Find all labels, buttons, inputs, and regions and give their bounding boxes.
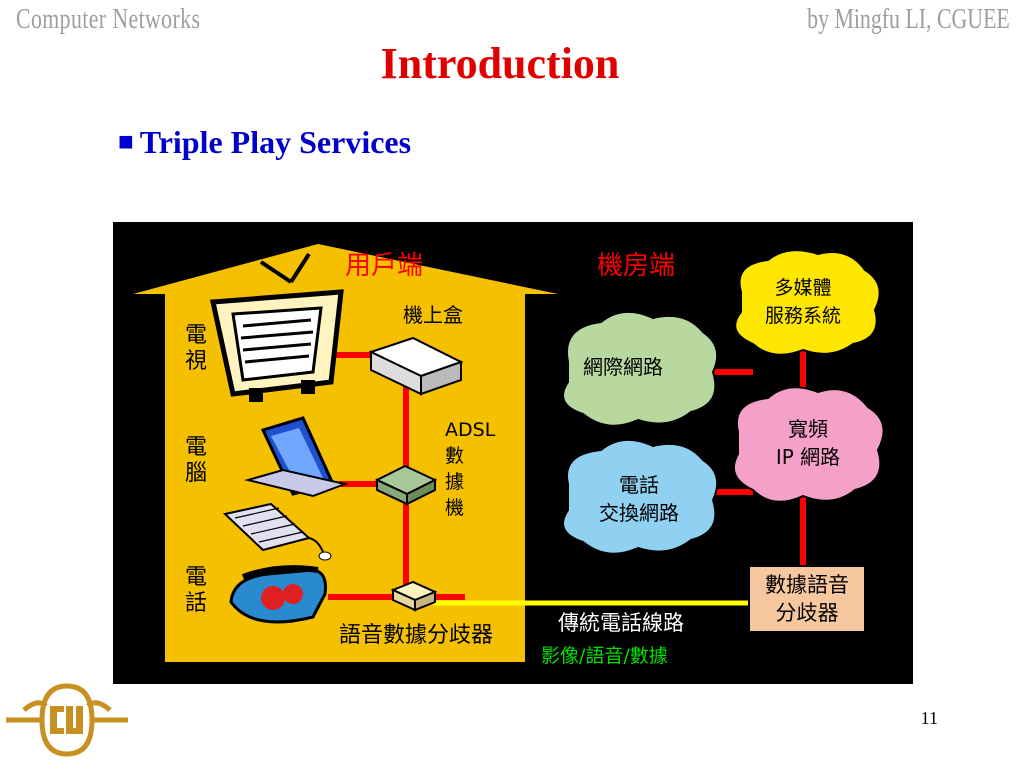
internet-label: 網際網路 (583, 355, 663, 379)
bullet-text: Triple Play Services (140, 124, 411, 160)
bullet-square-icon: ■ (118, 127, 134, 156)
user-splitter-label: 語音數據分歧器 (339, 623, 493, 648)
tv-label: 電視 (185, 323, 207, 374)
office-side-label: 機房端 (597, 251, 675, 281)
course-header: Computer Networks (16, 4, 200, 36)
cgu-logo (2, 676, 132, 762)
author-header: by Mingfu LI, CGUEE (807, 4, 1010, 36)
triple-play-diagram: 用戶端 機房端 電視 電腦 電話 機上盒 (113, 222, 913, 684)
video-voice-data-label: 影像/語音/數據 (541, 645, 668, 667)
phone-label: 電話 (185, 565, 207, 616)
pc-label: 電腦 (185, 435, 207, 486)
multimedia-cloud (735, 250, 880, 355)
phone-line-label: 傳統電話線路 (558, 611, 684, 635)
set-top-box-label: 機上盒 (403, 303, 463, 327)
page-number: 11 (921, 708, 938, 729)
slide-title: Introduction (0, 38, 1000, 89)
phone-icon (231, 568, 326, 622)
user-side-label: 用戶端 (345, 251, 423, 281)
bullet-item: ■Triple Play Services (118, 124, 411, 161)
